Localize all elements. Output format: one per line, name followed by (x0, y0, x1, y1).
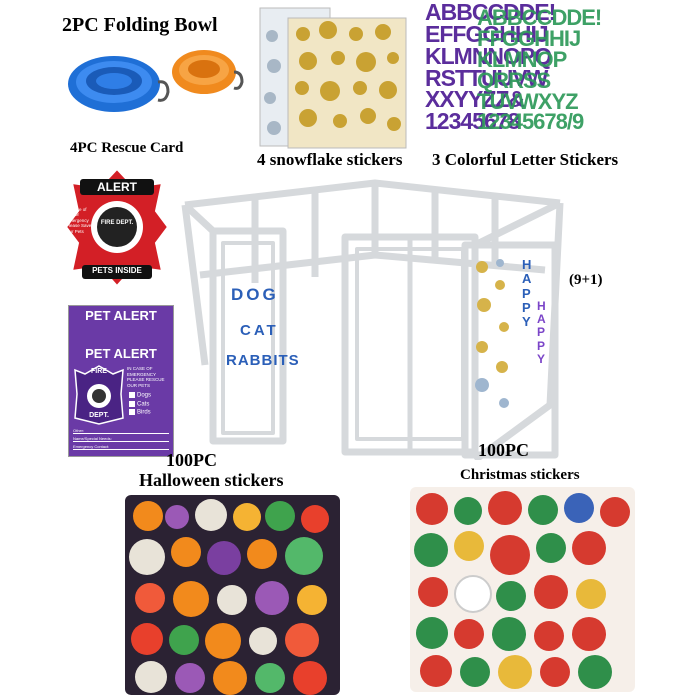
snowman-sticker (454, 575, 492, 613)
pet-alert-fire-text: FIRE (91, 368, 107, 375)
fence-word-cat: CAT (240, 322, 279, 339)
fence-count-label: (9+1) (569, 272, 603, 288)
letter-sticker-sheets: ABBCCDDE! EFFGGHHIJ KLMNNOPQ RSTTUUVW XX… (425, 2, 630, 142)
fence-word-rabbits: RABBITS (226, 352, 300, 369)
pumpkin-sticker-6 (213, 661, 247, 695)
pumpkin-sticker-4 (173, 581, 209, 617)
devil-sticker (285, 623, 319, 657)
christmas-label: Christmas stickers (460, 467, 580, 483)
skull-sticker (195, 499, 227, 531)
santa-sticker-4 (572, 531, 606, 565)
hand-sticker (131, 623, 163, 655)
bowl-title: 2PC Folding Bowl (62, 14, 218, 36)
gift-sticker (536, 533, 566, 563)
witch-sticker (207, 541, 241, 575)
merry-christmas-sticker-2 (572, 617, 606, 651)
check-birds: Birds (129, 409, 151, 416)
santa-sticker-6 (534, 621, 564, 651)
fence-word-happy-1: HAPPY (522, 257, 535, 330)
fence-snowflake-stickers (475, 259, 509, 408)
folding-bowls-image (68, 50, 244, 112)
pet-alert-footer: Other: Name/Special Needs: Emergency Con… (73, 428, 169, 450)
pumpkin-sticker-5 (205, 623, 241, 659)
christmas-sticker-pile (410, 487, 635, 692)
alert-fire-card: ALERT In Case of Fire or Emergency Pleas… (62, 165, 172, 290)
ornament-sticker (490, 535, 530, 575)
ghost-sticker-2 (217, 585, 247, 615)
tree-sticker-3 (496, 581, 526, 611)
snowflake-sheets-image (258, 6, 408, 151)
pet-alert-dept-text: DEPT. (89, 412, 109, 419)
fire-badge-icon (64, 167, 170, 288)
bat-sticker (255, 581, 289, 615)
alert-side-text: In Case of Fire or Emergency Please Save… (66, 207, 92, 234)
fence-word-dog: DOG (231, 285, 279, 304)
santa-sticker-2 (488, 491, 522, 525)
spooky-sticker (293, 661, 327, 695)
merry-christmas-sticker (418, 577, 448, 607)
santa-sticker-8 (540, 657, 570, 687)
wreath-sticker-2 (492, 617, 526, 651)
pet-alert-card: PET ALERT PET ALERT FIRE DEPT. IN CASE O… (68, 305, 174, 457)
check-dogs: Dogs (129, 392, 151, 399)
tree-sticker-4 (416, 617, 448, 649)
holly-sticker (578, 655, 612, 689)
fence-word-happy-2: HAPPY (537, 299, 549, 366)
pet-alert-header: PET ALERT (85, 308, 157, 323)
halloween-label: Halloween stickers (139, 470, 284, 490)
tree-sticker-5 (460, 657, 490, 687)
skull-green-sticker (285, 537, 323, 575)
zombie-sticker (265, 501, 295, 531)
gingerbread-sticker (498, 655, 532, 689)
pet-playpen-fence (181, 179, 564, 460)
check-cats: Cats (129, 400, 151, 407)
candy-sticker (301, 505, 329, 533)
christmas-count: 100PC (478, 440, 529, 460)
spider-sticker (175, 663, 205, 693)
ghost-sticker (165, 505, 189, 529)
frankenstein-sticker (169, 625, 199, 655)
blue-bowl (68, 56, 170, 112)
star-sticker (576, 579, 606, 609)
bell-sticker (454, 531, 484, 561)
orange-bowl (172, 50, 244, 94)
halloween-sticker-pile (125, 495, 340, 695)
alert-dept-text: FIRE DEPT. (100, 220, 134, 226)
letter-stickers-title: 3 Colorful Letter Stickers (432, 150, 619, 169)
snowflake-title: 4 snowflake stickers (257, 150, 403, 169)
snowflake-sheets-art (259, 7, 407, 149)
pet-alert-info-text: IN CASE OF EMERGENCY PLEASE RESCUE OUR P… (127, 366, 165, 388)
halloween-count: 100PC (166, 450, 217, 470)
pumpkin-sticker-3 (247, 539, 277, 569)
sweater-sticker (564, 493, 594, 523)
tree-sticker (454, 497, 482, 525)
vampire-sticker (135, 583, 165, 613)
green-letters: ABBCCDDE! FFGGHHIJ KLMNOP QRRSS TUVWXYZ … (477, 5, 602, 135)
pumpkin-sticker-2 (171, 537, 201, 567)
candy-corn-sticker (297, 585, 327, 615)
santa-sticker-5 (534, 575, 568, 609)
eyeball-sticker (135, 661, 167, 693)
fire-dept-shield-icon (74, 365, 124, 425)
pet-alert-checklist: Dogs Cats Birds (129, 392, 151, 416)
alert-top-text: ALERT (97, 180, 137, 194)
moon-sticker (233, 503, 261, 531)
santa-sticker-7 (420, 655, 452, 687)
santa-sticker (416, 493, 448, 525)
rescue-card-title: 4PC Rescue Card (70, 140, 184, 156)
monster-sticker (255, 663, 285, 693)
alert-bottom-text: PETS INSIDE (92, 266, 142, 275)
skeleton-sticker (249, 627, 277, 655)
tree-sticker-2 (414, 533, 448, 567)
pumpkin-sticker (133, 501, 163, 531)
stocking-sticker (454, 619, 484, 649)
skull-sticker-2 (129, 539, 165, 575)
wreath-sticker (528, 495, 558, 525)
santa-sticker-3 (600, 497, 630, 527)
pet-alert-header-2: PET ALERT (85, 346, 157, 361)
purple-letters: ABBCCDDE! EFFGGHHIJ KLMNNOPQ RSTTUUVW XX… (425, 2, 556, 135)
